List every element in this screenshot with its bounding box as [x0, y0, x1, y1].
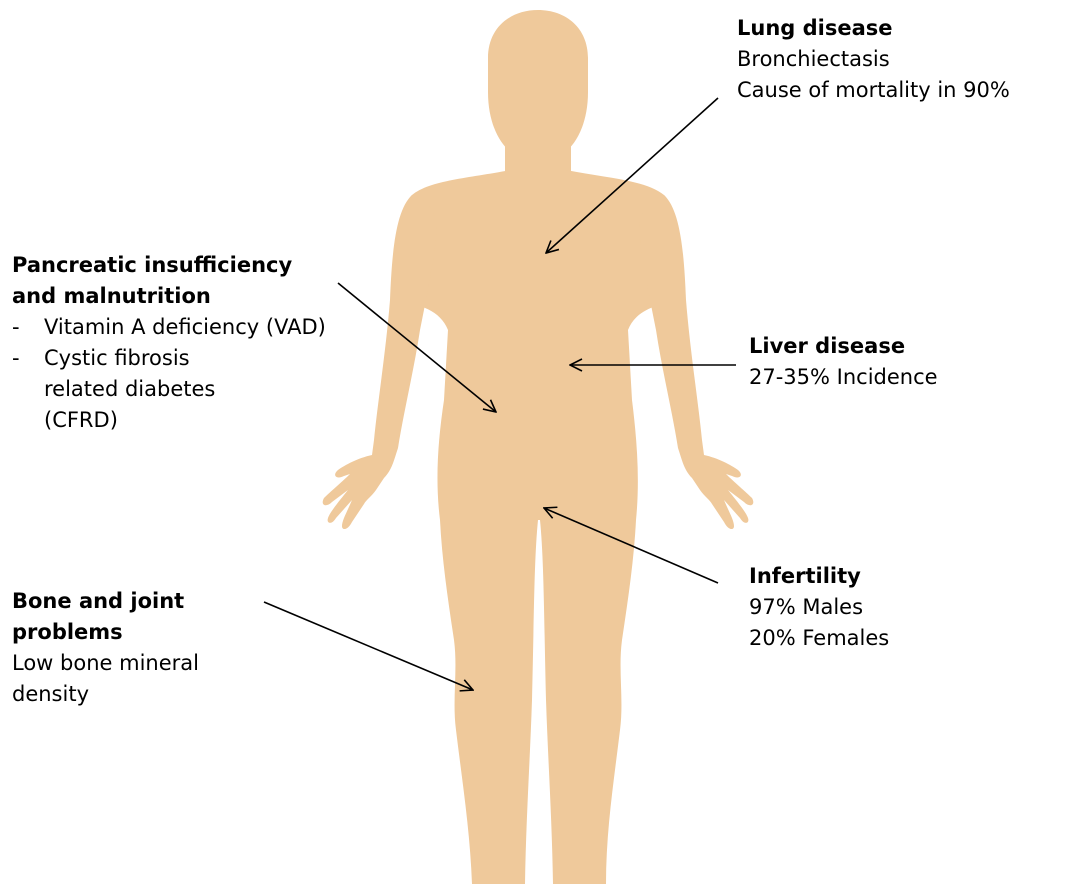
bone-joint-callout: Bone and joint problems Low bone mineral… — [12, 586, 252, 710]
pancreatic-callout: Pancreatic insufficiency and malnutritio… — [12, 250, 342, 436]
infertility-title: Infertility — [749, 561, 889, 592]
bullet-dash: - — [12, 312, 44, 343]
lung-disease-detail-1: Bronchiectasis — [737, 44, 1010, 75]
bone-joint-title: Bone and joint problems — [12, 586, 252, 648]
bullet-text-vad: Vitamin A deficiency (VAD) — [44, 312, 334, 343]
infertility-callout: Infertility 97% Males 20% Females — [749, 561, 889, 654]
lung-disease-callout: Lung disease Bronchiectasis Cause of mor… — [737, 13, 1010, 106]
human-body-silhouette — [323, 10, 754, 884]
infertility-males: 97% Males — [749, 592, 889, 623]
bullet-dash: - — [12, 343, 44, 436]
lung-disease-title: Lung disease — [737, 13, 1010, 44]
pancreatic-bullet-cfrd: - Cystic fibrosis related diabetes (CFRD… — [12, 343, 342, 436]
pancreatic-bullet-vad: - Vitamin A deficiency (VAD) — [12, 312, 342, 343]
torso-legs-shape — [398, 170, 678, 884]
liver-disease-detail: 27-35% Incidence — [749, 362, 938, 393]
liver-disease-title: Liver disease — [749, 331, 938, 362]
lung-disease-detail-2: Cause of mortality in 90% — [737, 75, 1010, 106]
right-arm-shape — [639, 195, 753, 529]
bone-joint-detail: Low bone mineral density — [12, 648, 252, 710]
infertility-females: 20% Females — [749, 623, 889, 654]
bone-arrow — [264, 602, 473, 690]
pancreatic-title: Pancreatic insufficiency and malnutritio… — [12, 250, 342, 312]
bullet-text-cfrd: Cystic fibrosis related diabetes (CFRD) — [44, 343, 254, 436]
liver-disease-callout: Liver disease 27-35% Incidence — [749, 331, 938, 393]
